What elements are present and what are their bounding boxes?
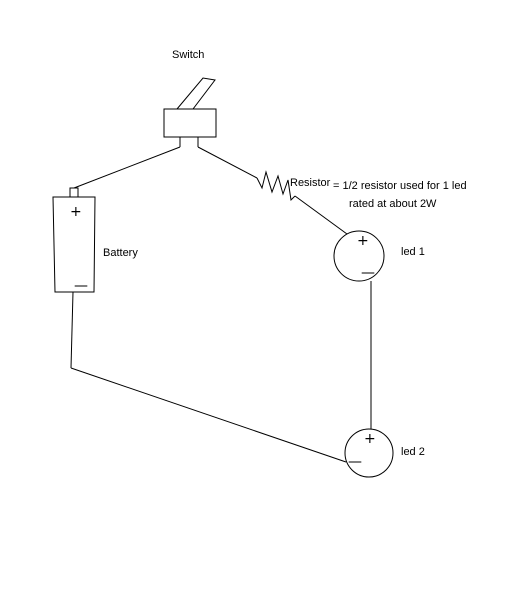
wire-battery-to-led-2 (70, 367, 347, 463)
switch-label: Switch (172, 49, 204, 61)
resistor-label: Resistor (290, 177, 331, 189)
led-2-negative-sign: — (348, 454, 362, 470)
switch-body (163, 108, 217, 138)
battery: + — Battery (52, 187, 138, 294)
wire-switch-to-resistor (197, 146, 258, 179)
led-1-positive-sign: + (357, 233, 369, 249)
battery-positive-sign: + (70, 204, 82, 220)
wires (70, 146, 372, 463)
switch-lever (175, 77, 216, 110)
led-1-body (333, 230, 385, 282)
wire-battery-down (70, 291, 74, 369)
battery-body (52, 196, 96, 293)
led-2-label: led 2 (401, 446, 425, 458)
led-2-positive-sign: + (364, 431, 376, 447)
led-1-negative-sign: — (361, 265, 375, 281)
battery-terminal-cap (69, 187, 79, 198)
led-2-body (344, 428, 394, 478)
led-2: + — led 2 (344, 428, 425, 478)
battery-label: Battery (103, 247, 138, 259)
resistor-note-line2: rated at about 2W (349, 198, 437, 210)
wire-switch-to-battery (73, 146, 181, 189)
led-1-label: led 1 (401, 246, 425, 258)
resistor-zigzag (256, 170, 296, 202)
wire-resistor-to-led-1 (294, 195, 348, 235)
resistor: Resistor = 1/2 resistor used for 1 led r… (256, 170, 467, 210)
resistor-note-line1: = 1/2 resistor used for 1 led (333, 180, 467, 192)
battery-negative-sign: — (74, 278, 88, 294)
led-1: + — led 1 (333, 230, 425, 282)
switch: Switch (163, 49, 217, 147)
